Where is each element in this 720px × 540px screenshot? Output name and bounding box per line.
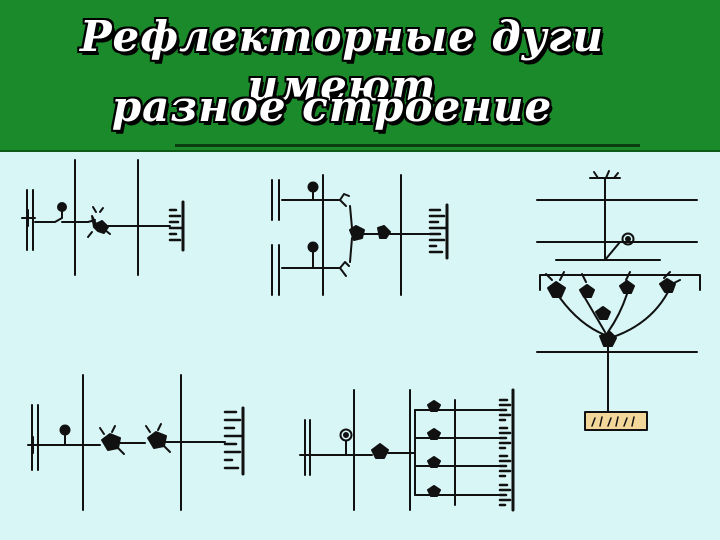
- sensory-neuron-soma: [57, 202, 67, 212]
- reflex-arc-three-neurons: [27, 374, 245, 511]
- slide-header: Рефлекторные дуги имеют разное строение: [0, 0, 720, 152]
- sensory-soma-lower: [307, 241, 319, 253]
- reflex-arc-complex: [536, 170, 701, 431]
- sensory-soma-upper: [307, 181, 319, 193]
- sensory-soma-ring-right: [621, 232, 635, 246]
- slide-title-line-1: Рефлекторные дуги имеют: [79, 12, 605, 110]
- sensory-soma: [59, 424, 71, 436]
- reflex-arc-two-receptors: [271, 174, 449, 296]
- reflex-arc-branching: [299, 388, 515, 512]
- slide-title-line-2: разное строение: [111, 82, 553, 131]
- title-underline: [175, 144, 640, 147]
- diagram-canvas: [0, 150, 720, 540]
- reflex-arc-simple: [21, 159, 185, 276]
